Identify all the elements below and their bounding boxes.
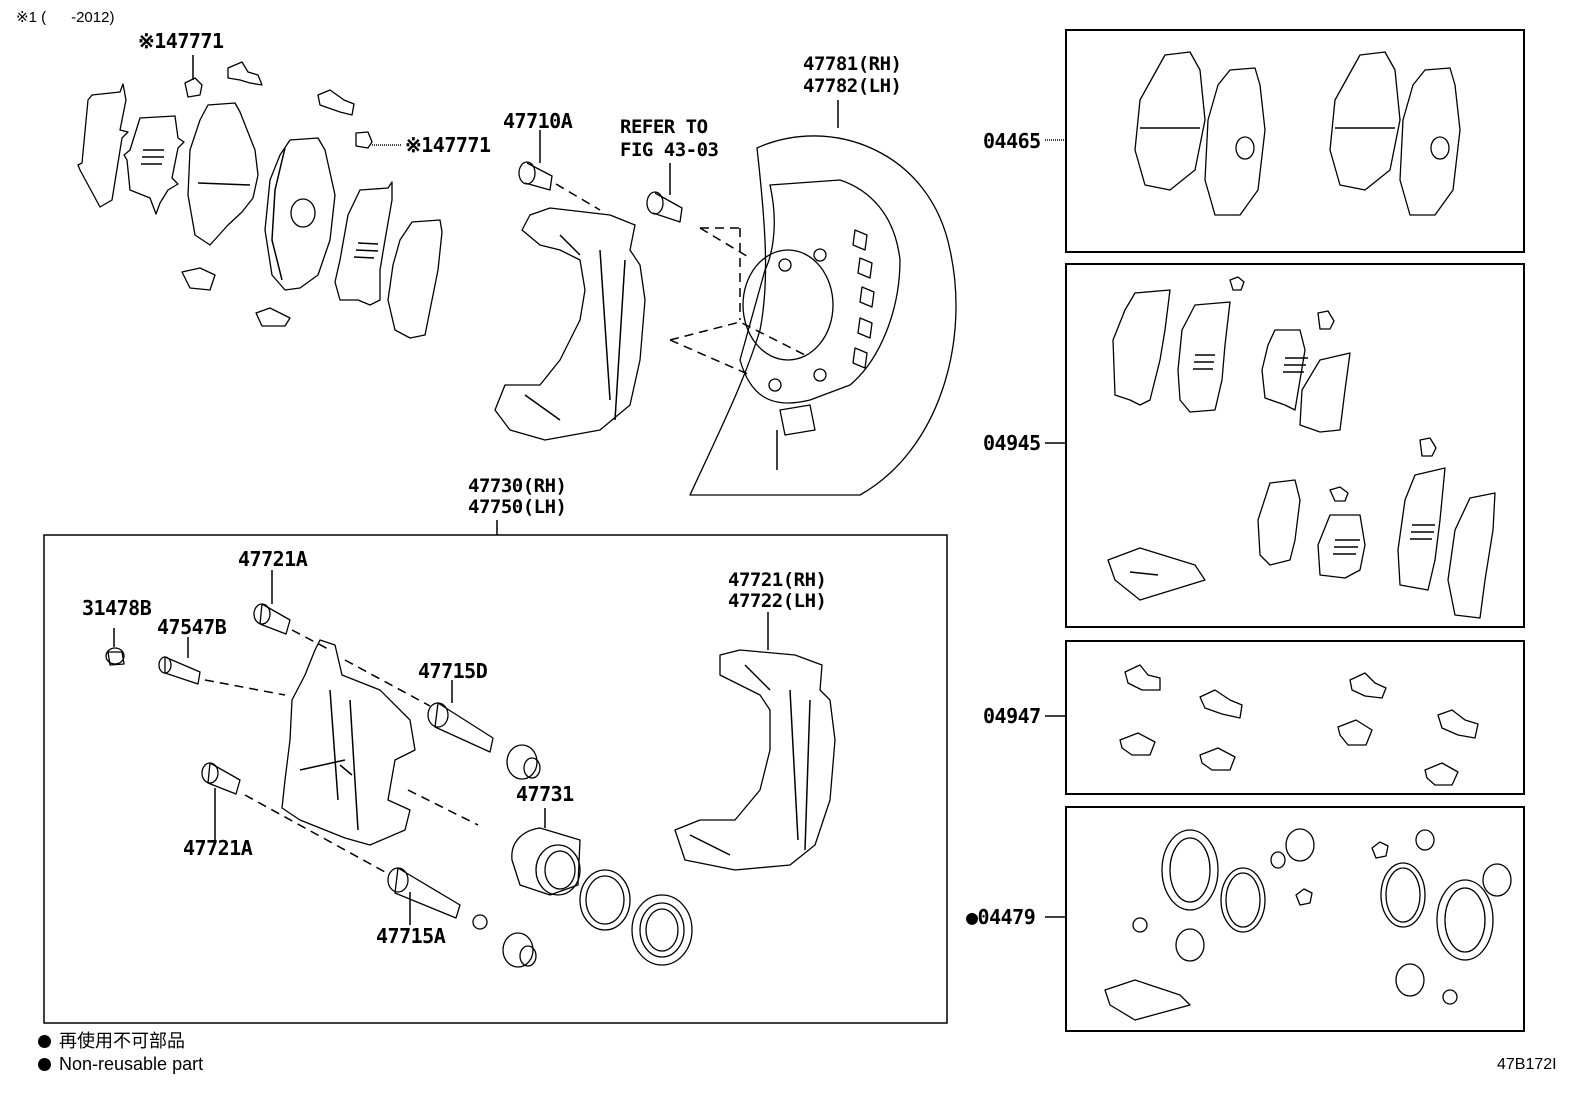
figure-id: 47B172I [1497, 1056, 1557, 1073]
label-kit-04945: 04945 [983, 432, 1041, 454]
kit-04947-clips [1119, 664, 1479, 786]
kit-box-04945 [1065, 263, 1525, 628]
label-47721a-upper: 47721A [238, 547, 308, 571]
label-refer-line2: FIG 43-03 [620, 139, 719, 161]
legend-english-text: Non-reusable part [59, 1054, 204, 1074]
kit-04465-pads [1134, 51, 1461, 216]
kit-box-04947 [1065, 640, 1525, 795]
label-47782-lh: 47782(LH) [803, 75, 902, 97]
brake-pad-right [264, 137, 336, 291]
non-reusable-marker: ● [966, 905, 978, 929]
caliper-assembly-box [43, 534, 948, 1024]
label-refer-line1: REFER TO [620, 116, 708, 138]
label-47722-lh: 47722(LH) [728, 590, 827, 612]
pad-shim-outer-right [387, 219, 443, 339]
kit-04479-seals [1104, 828, 1512, 1021]
bolt-47721a-upper [253, 603, 291, 635]
label-47547b: 47547B [157, 615, 227, 639]
label-47750-lh: 47750(LH) [468, 496, 567, 518]
disc-dust-cover [689, 135, 957, 496]
label-31478b: 31478B [82, 596, 152, 620]
bleeder-plug-47547b [158, 656, 201, 685]
label-47721a-lower: 47721A [183, 836, 253, 860]
legend-english: Non-reusable part [38, 1053, 203, 1075]
label-47781-rh: 47781(RH) [803, 53, 902, 75]
label-47771-mid: ※147771 [405, 133, 491, 157]
kit-part-number: 04945 [983, 431, 1041, 455]
piston-boot [631, 894, 693, 966]
bolt-47721a-lower [201, 762, 241, 795]
mounting-bolt-47710a [518, 161, 553, 191]
caliper-support-top [494, 207, 646, 441]
kit-part-number: 04479 [977, 905, 1036, 929]
kit-box-04465 [1065, 29, 1525, 253]
label-kit-04947: 04947 [983, 705, 1041, 727]
kit-box-04479 [1065, 806, 1525, 1032]
refer-bolt [646, 191, 683, 223]
pad-clip-icons [181, 61, 373, 327]
piston-47731 [511, 827, 581, 896]
label-47771-top: ※147771 [138, 29, 224, 53]
small-cap [472, 914, 488, 930]
slide-pin-47715d [427, 702, 494, 753]
year-footnote: ※1 ( -2012) [16, 9, 115, 26]
caliper-body [281, 639, 416, 846]
pad-shim-inner-right [334, 181, 393, 306]
kit-04945-shims [1107, 276, 1496, 619]
kit-part-number: 04465 [983, 129, 1041, 153]
pad-shim-inner-left [123, 115, 185, 215]
slide-pin-47715a [387, 867, 461, 919]
kit-part-number: 04947 [983, 704, 1041, 728]
label-47715a: 47715A [376, 924, 446, 948]
legend-japanese: 再使用不可部品 [38, 1030, 185, 1052]
label-47731: 47731 [516, 782, 574, 806]
label-47715d: 47715D [418, 659, 488, 683]
mounting-support-47721 [674, 649, 836, 871]
label-kit-04479: ●04479 [966, 905, 1036, 929]
brake-pad-left [187, 102, 259, 246]
piston-seal [579, 869, 631, 931]
legend-japanese-text: 再使用不可部品 [59, 1031, 185, 1051]
label-47710a: 47710A [503, 109, 573, 133]
bullet-icon [38, 1058, 51, 1071]
label-47721-rh: 47721(RH) [728, 569, 827, 591]
bullet-icon [38, 1035, 51, 1048]
boot-upper [506, 744, 541, 780]
boot-lower [502, 932, 537, 968]
label-kit-04465: 04465 [983, 130, 1041, 152]
pad-shim-outer-left [77, 83, 129, 208]
bleeder-cap-31478b [105, 647, 125, 666]
label-47730-rh: 47730(RH) [468, 475, 567, 497]
